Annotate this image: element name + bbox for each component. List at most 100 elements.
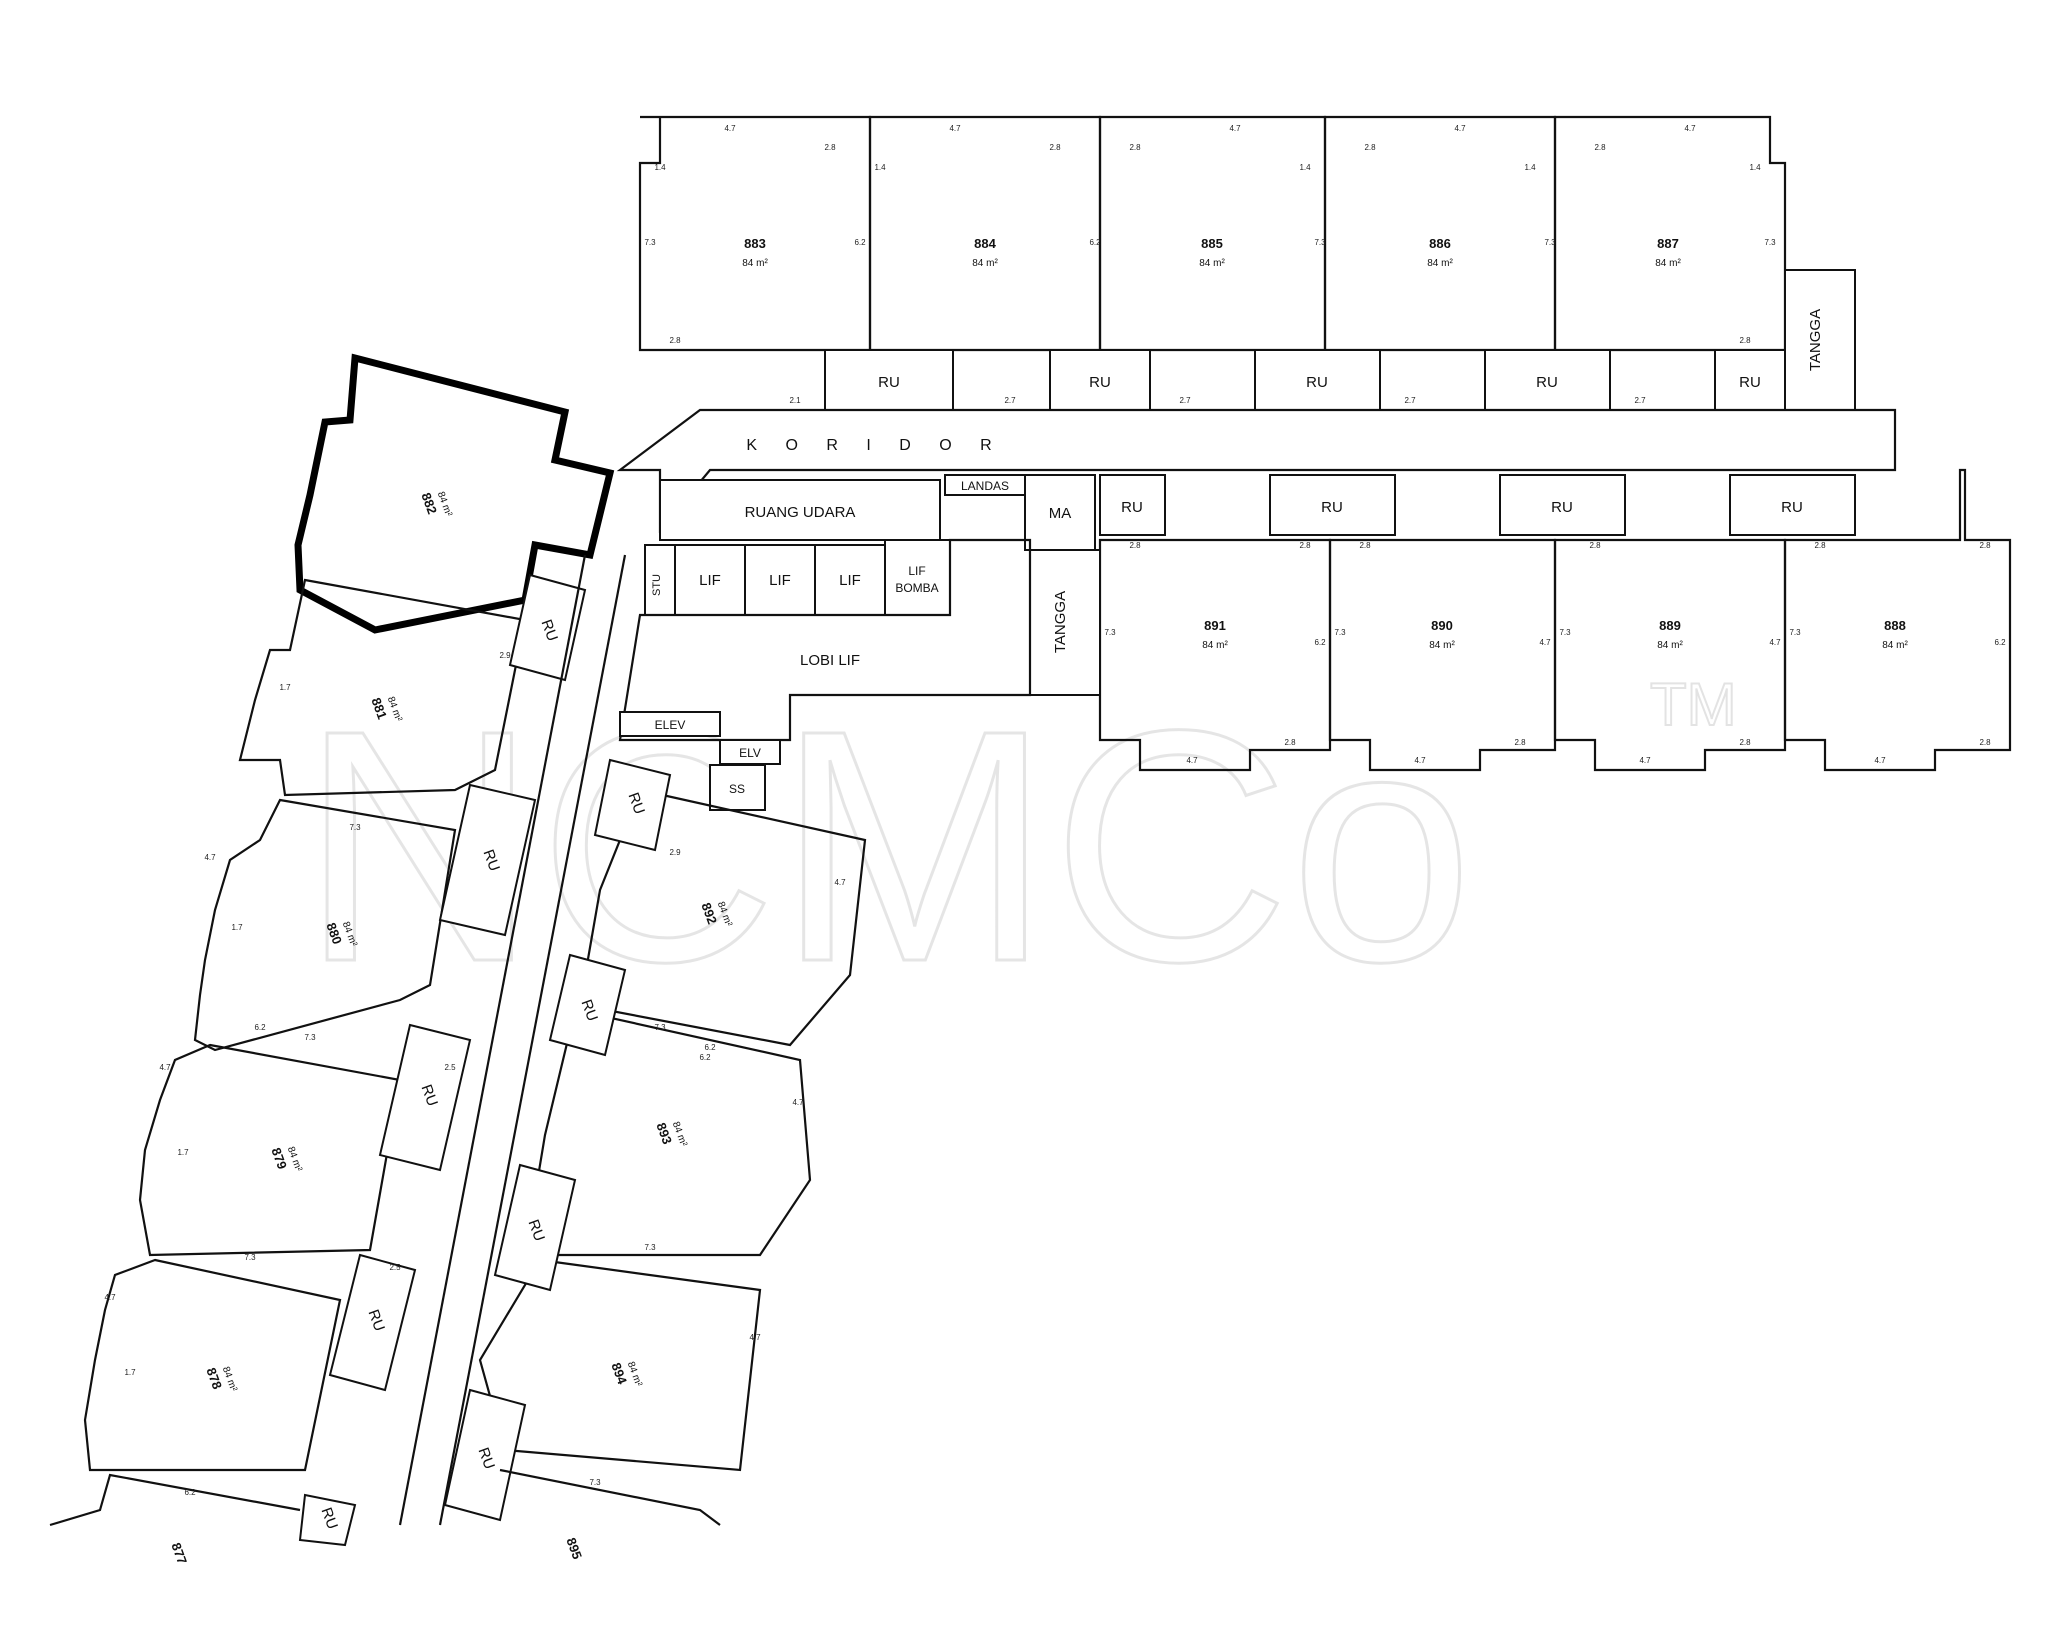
dim-label: 2.8 bbox=[1739, 738, 1751, 747]
bottom-unit-888: 888 84 m² bbox=[1783, 468, 2012, 772]
wing-unit-878: 878 84 m² bbox=[83, 1258, 342, 1472]
dim-label: 2.8 bbox=[1739, 336, 1751, 345]
elev-label: ELEV bbox=[655, 718, 686, 732]
dim-label: 2.8 bbox=[824, 143, 836, 152]
lif-label-1: LIF bbox=[699, 572, 721, 589]
dim-label: 6.2 bbox=[854, 238, 866, 247]
landas-label: LANDAS bbox=[961, 479, 1009, 493]
dim-label: 4.7 bbox=[1414, 756, 1426, 765]
dim-label: 4.7 bbox=[1186, 756, 1198, 765]
unit-number: 889 bbox=[1659, 618, 1681, 633]
bottom-ru-boxes: RU RU RU RU bbox=[1099, 474, 1856, 536]
dim-label: 1.7 bbox=[177, 1148, 189, 1157]
dim-label: 2.8 bbox=[1284, 738, 1296, 747]
unit-number: 886 bbox=[1429, 236, 1451, 251]
ru-label: RU bbox=[1306, 374, 1328, 391]
dim-label: 2.5 bbox=[444, 1063, 456, 1072]
dim-label: 7.3 bbox=[644, 238, 656, 247]
ru-label: RU bbox=[1739, 374, 1761, 391]
dim-label: 7.3 bbox=[1789, 628, 1801, 637]
dim-label: 4.7 bbox=[834, 878, 846, 887]
core-area: RUANG UDARA LANDAS MA TANGGA STU LIF LIF… bbox=[618, 474, 1101, 811]
dim-label: 4.7 bbox=[104, 1293, 116, 1302]
dim-label: 4.7 bbox=[749, 1333, 761, 1342]
dim-label: 2.1 bbox=[789, 396, 801, 405]
ru-892: RU bbox=[593, 758, 672, 852]
lif-label-3: LIF bbox=[839, 572, 861, 589]
dim-label: 6.2 bbox=[1089, 238, 1101, 247]
dim-label: 6.2 bbox=[1994, 638, 2006, 647]
ru-label: RU bbox=[538, 617, 561, 643]
unit-number: 885 bbox=[1201, 236, 1223, 251]
dim-label: 4.7 bbox=[1639, 756, 1651, 765]
dim-label: 7.3 bbox=[589, 1478, 601, 1487]
ru-label: RU bbox=[578, 997, 601, 1023]
ss-label: SS bbox=[729, 782, 745, 796]
ru-label: RU bbox=[625, 790, 648, 816]
unit-number: 887 bbox=[1657, 236, 1679, 251]
dim-label: 4.7 bbox=[1454, 124, 1466, 133]
top-stairs: TANGGA bbox=[1784, 269, 1856, 411]
dim-label: 7.3 bbox=[644, 1243, 656, 1252]
dim-label: 4.7 bbox=[724, 124, 736, 133]
ru-label: RU bbox=[1551, 499, 1573, 516]
dim-label: 2.8 bbox=[1814, 541, 1826, 550]
dim-label: 7.3 bbox=[1104, 628, 1116, 637]
dim-label: 2.8 bbox=[1049, 143, 1061, 152]
unit-number: 891 bbox=[1204, 618, 1226, 633]
dim-label: 2.7 bbox=[1634, 396, 1646, 405]
dim-label: 4.7 bbox=[159, 1063, 171, 1072]
unit-area: 84 m² bbox=[1655, 258, 1681, 269]
unit-number: 893 bbox=[653, 1121, 675, 1147]
dim-label: 1.4 bbox=[874, 163, 886, 172]
dim-label: 2.8 bbox=[1129, 143, 1141, 152]
cut-unit-895: 895 bbox=[563, 1536, 585, 1562]
unit-number: 883 bbox=[744, 236, 766, 251]
lif-label-2: LIF bbox=[769, 572, 791, 589]
dim-label: 2.7 bbox=[1179, 396, 1191, 405]
dim-label: 2.8 bbox=[1514, 738, 1526, 747]
unit-area: 84 m² bbox=[742, 258, 768, 269]
dim-label: 4.7 bbox=[1539, 638, 1551, 647]
dim-label: 2.8 bbox=[1979, 541, 1991, 550]
dim-label: 7.3 bbox=[654, 1023, 666, 1032]
lobi-lif-label: LOBI LIF bbox=[800, 652, 860, 669]
ru-label: RU bbox=[1536, 374, 1558, 391]
ru-label: RU bbox=[418, 1082, 441, 1108]
dim-label: 7.3 bbox=[1544, 238, 1556, 247]
dim-label: 1.7 bbox=[231, 923, 243, 932]
ru-893: RU bbox=[548, 953, 627, 1057]
ru-880: RU bbox=[438, 783, 537, 937]
bottom-cut-units: 877 895 bbox=[49, 1468, 721, 1567]
corridor-label: K O R I D O R bbox=[746, 437, 1003, 454]
watermark-tm: TM bbox=[1650, 671, 1737, 738]
unit-number: 879 bbox=[268, 1146, 290, 1172]
top-unit-887: 887 84 m² bbox=[1553, 115, 1787, 352]
dim-label: 6.2 bbox=[704, 1043, 716, 1052]
dim-label: 4.7 bbox=[792, 1098, 804, 1107]
dim-label: 7.3 bbox=[244, 1253, 256, 1262]
dim-label: 6.2 bbox=[699, 1053, 711, 1062]
unit-area: 84 m² bbox=[1202, 640, 1228, 651]
cut-unit-877: 877 bbox=[168, 1541, 190, 1567]
dimension-labels: 4.7 2.8 4.7 2.8 2.8 4.7 2.8 4.7 2.8 4.7 … bbox=[104, 124, 2006, 1497]
dim-label: 2.9 bbox=[669, 848, 681, 857]
dim-label: 1.7 bbox=[279, 683, 291, 692]
ru-label: RU bbox=[1781, 499, 1803, 516]
dim-label: 1.4 bbox=[1749, 163, 1761, 172]
dim-label: 1.7 bbox=[124, 1368, 136, 1377]
dim-label: 7.3 bbox=[1334, 628, 1346, 637]
dim-label: 1.4 bbox=[1524, 163, 1536, 172]
ru-label: RU bbox=[365, 1307, 388, 1333]
unit-number: 881 bbox=[368, 696, 390, 722]
unit-number: 880 bbox=[323, 921, 345, 947]
ru-878: RU RU bbox=[298, 1253, 417, 1547]
ru-label: RU bbox=[480, 847, 503, 873]
top-unit-884: 884 84 m² bbox=[868, 115, 1102, 352]
ru-label: RU bbox=[318, 1505, 341, 1531]
top-unit-886: 886 84 m² bbox=[1323, 115, 1557, 352]
ma-label: MA bbox=[1049, 505, 1072, 522]
ruang-udara-label: RUANG UDARA bbox=[745, 504, 856, 521]
ru-894: RU RU bbox=[443, 1163, 577, 1522]
